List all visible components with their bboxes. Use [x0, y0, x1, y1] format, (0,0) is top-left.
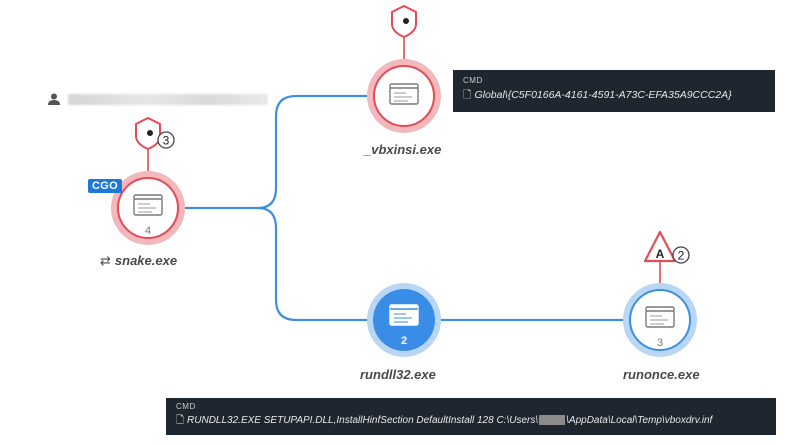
node-rundll32-count: 2: [401, 335, 407, 347]
window-icon: [389, 83, 419, 105]
cmd-tooltip-top: CMD 🗋Global\{C5F0166A-4161-4591-A73C-EFA…: [453, 70, 775, 112]
node-snake-count: 4: [145, 225, 151, 237]
node-runonce-alert-count: 2: [678, 249, 685, 263]
node-snake[interactable]: 4: [111, 171, 185, 245]
edge-snake-vbxinsi: [178, 94, 368, 210]
shield-icon[interactable]: [391, 4, 417, 39]
node-runonce-label: runonce.exe: [623, 367, 700, 382]
cmd-text: 🗋RUNDLL32.EXE SETUPAPI.DLL,InstallHinfSe…: [176, 415, 713, 426]
node-rundll32[interactable]: 2: [367, 283, 441, 357]
cmd-title: CMD: [176, 402, 196, 411]
node-runonce-alert-letter: A: [656, 247, 665, 261]
user-icon: [48, 93, 60, 105]
node-runonce-count: 3: [657, 337, 663, 349]
alert-count-badge: 3: [157, 131, 175, 149]
window-icon: [389, 304, 419, 326]
document-icon: 🗋: [463, 89, 472, 101]
cmd-tooltip-bottom: CMD 🗋RUNDLL32.EXE SETUPAPI.DLL,InstallHi…: [166, 398, 776, 435]
window-icon: [645, 306, 675, 328]
node-runonce[interactable]: 3: [623, 283, 697, 357]
user-row: [48, 93, 268, 105]
node-snake-alert-count: 3: [163, 134, 170, 148]
relaunch-icon: ⇄: [100, 253, 111, 268]
document-icon: 🗋: [176, 415, 185, 426]
node-vbxinsi[interactable]: [367, 59, 441, 133]
node-rundll32-label: rundll32.exe: [360, 367, 436, 382]
edge-snake-rundll32: [257, 206, 368, 322]
warning-a-icon[interactable]: A: [643, 230, 677, 263]
cmd-text: 🗋Global\{C5F0166A-4161-4591-A73C-EFA35A9…: [463, 89, 732, 101]
node-vbxinsi-label: _vbxinsi.exe: [364, 142, 442, 157]
cmd-title: CMD: [463, 76, 483, 85]
window-icon: [133, 194, 163, 216]
node-snake-label: ⇄snake.exe: [100, 253, 178, 268]
alert-count-badge: 2: [672, 246, 690, 264]
redacted-username: [539, 415, 566, 426]
shield-icon[interactable]: [135, 116, 161, 151]
user-name-redacted: [68, 93, 268, 105]
cgo-badge: CGO: [88, 179, 122, 193]
